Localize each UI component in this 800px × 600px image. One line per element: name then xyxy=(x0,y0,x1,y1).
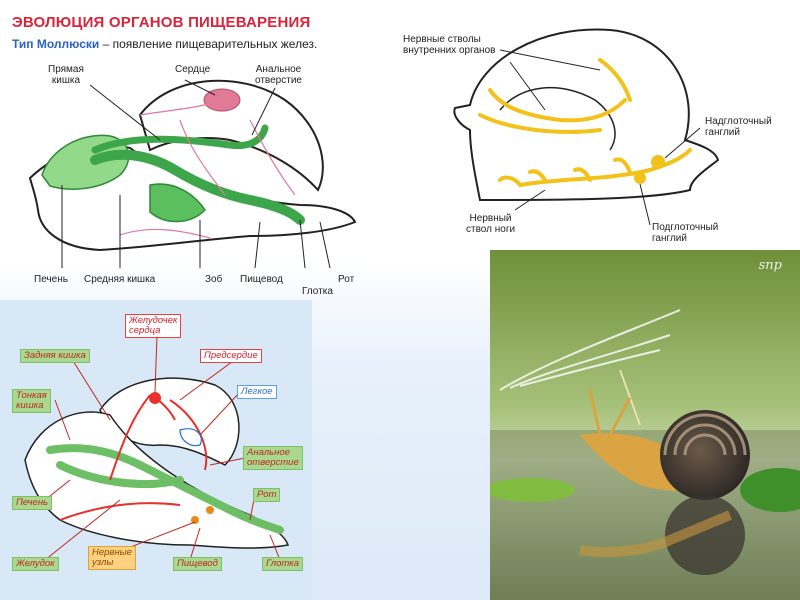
label-ventricle: Желудочек сердца xyxy=(125,314,181,338)
snail-photo-art xyxy=(490,250,800,600)
label-stomach: Желудок xyxy=(12,557,59,571)
label-anatomy-mouth: Рот xyxy=(253,488,280,502)
label-hindgut: Задняя кишка xyxy=(20,349,90,363)
ventricle xyxy=(149,392,161,404)
label-ganglia: Нервные узлы xyxy=(88,546,136,570)
label-atrium: Предсердие xyxy=(200,349,262,363)
snail-photo: snp xyxy=(490,250,800,600)
label-anatomy-liver: Печень xyxy=(12,496,52,510)
ganglion-2 xyxy=(206,506,214,514)
photo-watermark: snp xyxy=(759,258,782,273)
label-anatomy-anus: Анальное отверстие xyxy=(243,446,303,470)
label-anatomy-pharynx: Глотка xyxy=(262,557,303,571)
label-lung: Легкое xyxy=(237,385,277,399)
label-smallgut: Тонкая кишка xyxy=(12,389,51,413)
label-anatomy-esophagus: Пищевод xyxy=(173,557,222,571)
